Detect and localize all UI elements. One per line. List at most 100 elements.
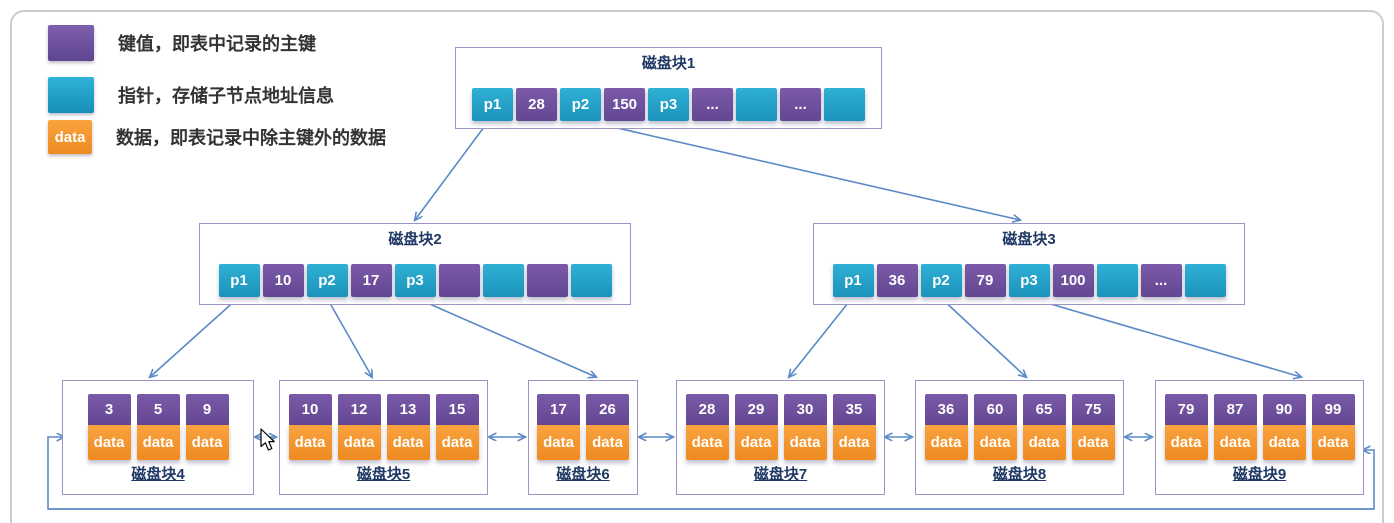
pointer-swatch xyxy=(48,77,94,113)
key-cell: 9 xyxy=(185,394,229,425)
disk-block-1-title: 磁盘块1 xyxy=(641,55,696,72)
key-cell: 10 xyxy=(288,394,332,425)
key-cell xyxy=(438,264,480,297)
disk-block-2-title: 磁盘块2 xyxy=(388,231,442,248)
arrow-block3-to-block7 xyxy=(789,297,853,377)
disk-block-6-title: 磁盘块6 xyxy=(556,466,610,483)
data-cell: data xyxy=(973,425,1017,460)
key-cell: 36 xyxy=(924,394,968,425)
key-cell: 79 xyxy=(1164,394,1208,425)
data-cell: data xyxy=(586,425,629,460)
data-cell: data xyxy=(685,425,729,460)
key-cell: 150 xyxy=(604,88,645,121)
legend-item-key: 键值，即表中记录的主键 xyxy=(48,25,316,61)
key-cell: 28 xyxy=(685,394,729,425)
pointer-cell: p2 xyxy=(920,264,962,297)
data-cell: data xyxy=(435,425,479,460)
legend-item-pointer: 指针，存储子节点地址信息 xyxy=(48,77,334,113)
pointer-cell: p1 xyxy=(832,264,874,297)
legend-item-data: data 数据，即表记录中除主键外的数据 xyxy=(48,120,386,154)
disk-block-5-title: 磁盘块5 xyxy=(356,466,411,483)
key-cell: 5 xyxy=(136,394,180,425)
arrow-block3-to-block8 xyxy=(940,297,1026,377)
data-cell: data xyxy=(1311,425,1355,460)
legend-label-key: 键值，即表中记录的主键 xyxy=(118,34,316,54)
legend-label-data: 数据，即表记录中除主键外的数据 xyxy=(116,128,386,148)
arrow-block3-to-block9 xyxy=(1029,297,1301,377)
key-cell: 26 xyxy=(586,394,629,425)
pointer-cell: p3 xyxy=(648,88,689,121)
data-cell: data xyxy=(1213,425,1257,460)
key-cell: 13 xyxy=(386,394,430,425)
data-cell: data xyxy=(136,425,180,460)
key-cell: 99 xyxy=(1311,394,1355,425)
pointer-cell: p1 xyxy=(218,264,260,297)
data-cell: data xyxy=(1164,425,1208,460)
data-swatch: data xyxy=(48,120,92,154)
key-cell: 29 xyxy=(734,394,778,425)
pointer-cell xyxy=(736,88,777,121)
pointer-cell xyxy=(1184,264,1226,297)
data-cell: data xyxy=(734,425,778,460)
key-cell: 90 xyxy=(1262,394,1306,425)
arrow-block2-to-block5 xyxy=(326,297,372,377)
key-cell xyxy=(526,264,568,297)
arrow-root-to-block2 xyxy=(415,118,491,220)
pointer-cell xyxy=(1096,264,1138,297)
key-cell: 35 xyxy=(832,394,876,425)
key-cell: 3 xyxy=(87,394,131,425)
disk-block-4-title: 磁盘块4 xyxy=(131,466,185,483)
pointer-cell xyxy=(482,264,524,297)
data-cell: data xyxy=(288,425,332,460)
disk-block-3-title: 磁盘块3 xyxy=(1002,231,1056,248)
arrow-block2-to-block6 xyxy=(415,297,596,377)
key-cell: 17 xyxy=(537,394,580,425)
key-cell: 17 xyxy=(350,264,392,297)
key-cell: 28 xyxy=(516,88,557,121)
key-swatch xyxy=(48,25,94,61)
key-cell: 60 xyxy=(973,394,1017,425)
pointer-cell: p3 xyxy=(1008,264,1050,297)
key-cell: ... xyxy=(692,88,733,121)
disk-block-9-title: 磁盘块9 xyxy=(1232,466,1287,483)
pointer-cell xyxy=(570,264,612,297)
key-cell: 87 xyxy=(1213,394,1257,425)
key-cell: ... xyxy=(780,88,821,121)
key-cell: 36 xyxy=(876,264,918,297)
key-cell: 100 xyxy=(1052,264,1094,297)
mouse-cursor xyxy=(260,428,275,451)
data-cell: data xyxy=(537,425,580,460)
key-cell: 75 xyxy=(1071,394,1115,425)
key-cell: 12 xyxy=(337,394,381,425)
arrow-block2-to-block4 xyxy=(150,297,239,377)
key-cell: 10 xyxy=(262,264,304,297)
pointer-cell: p3 xyxy=(394,264,436,297)
